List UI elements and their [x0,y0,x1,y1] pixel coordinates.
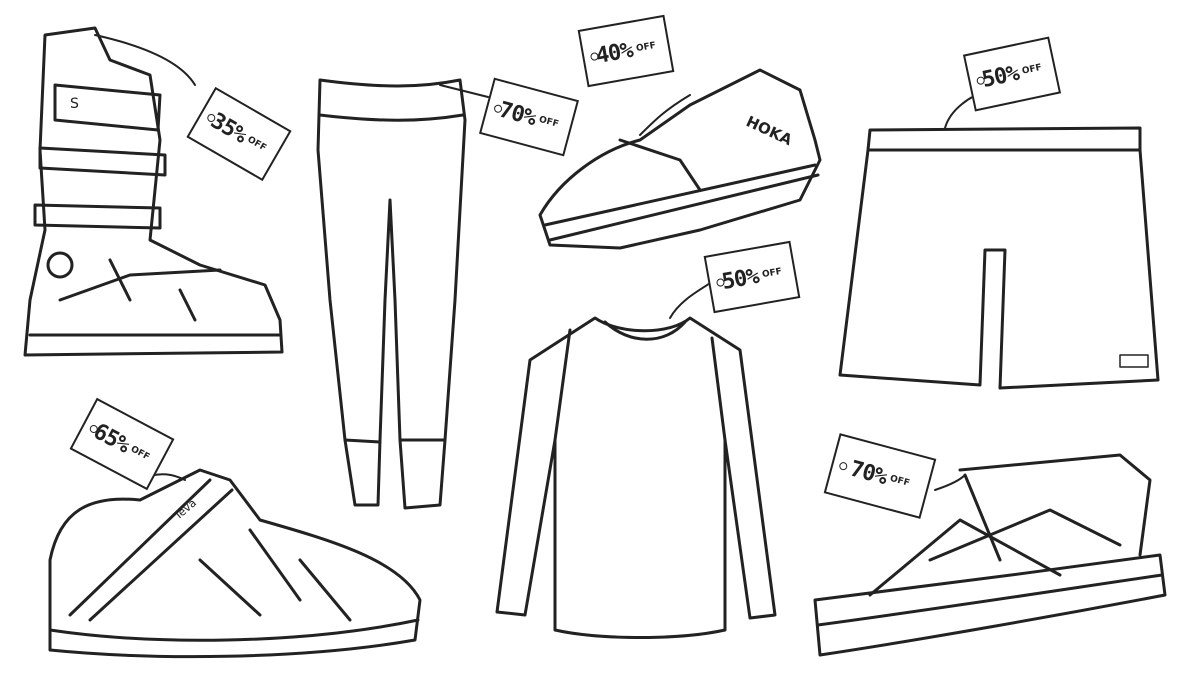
shorts [838,89,1160,390]
running-shoe: HOKA [538,68,822,250]
tag-percent: 50% [979,60,1021,93]
tag-percent: 70% [496,97,539,131]
tag-off: OFF [635,40,657,55]
slip-on-shoe: Teva [48,468,422,659]
tag-off: OFF [1021,62,1043,77]
long-sleeve-shirt [495,279,777,639]
sandal [813,453,1167,657]
tag-off: OFF [128,444,152,463]
shoe-logo: HOKA [743,112,795,149]
tag-off: OFF [537,114,560,130]
tag-off: OFF [761,266,783,281]
tag-percent: 65% [89,418,134,459]
tag-hole-icon [838,461,849,472]
tag-percent: 40% [593,37,635,69]
boot-logo: S [70,96,79,112]
tag-percent: 70% [847,456,890,490]
tag-percent: 50% [719,263,761,295]
ski-boot: S [23,26,284,357]
leggings [316,78,501,510]
tag-off: OFF [888,473,911,489]
tag-off: OFF [245,134,268,154]
slipper-logo: Teva [171,496,199,523]
